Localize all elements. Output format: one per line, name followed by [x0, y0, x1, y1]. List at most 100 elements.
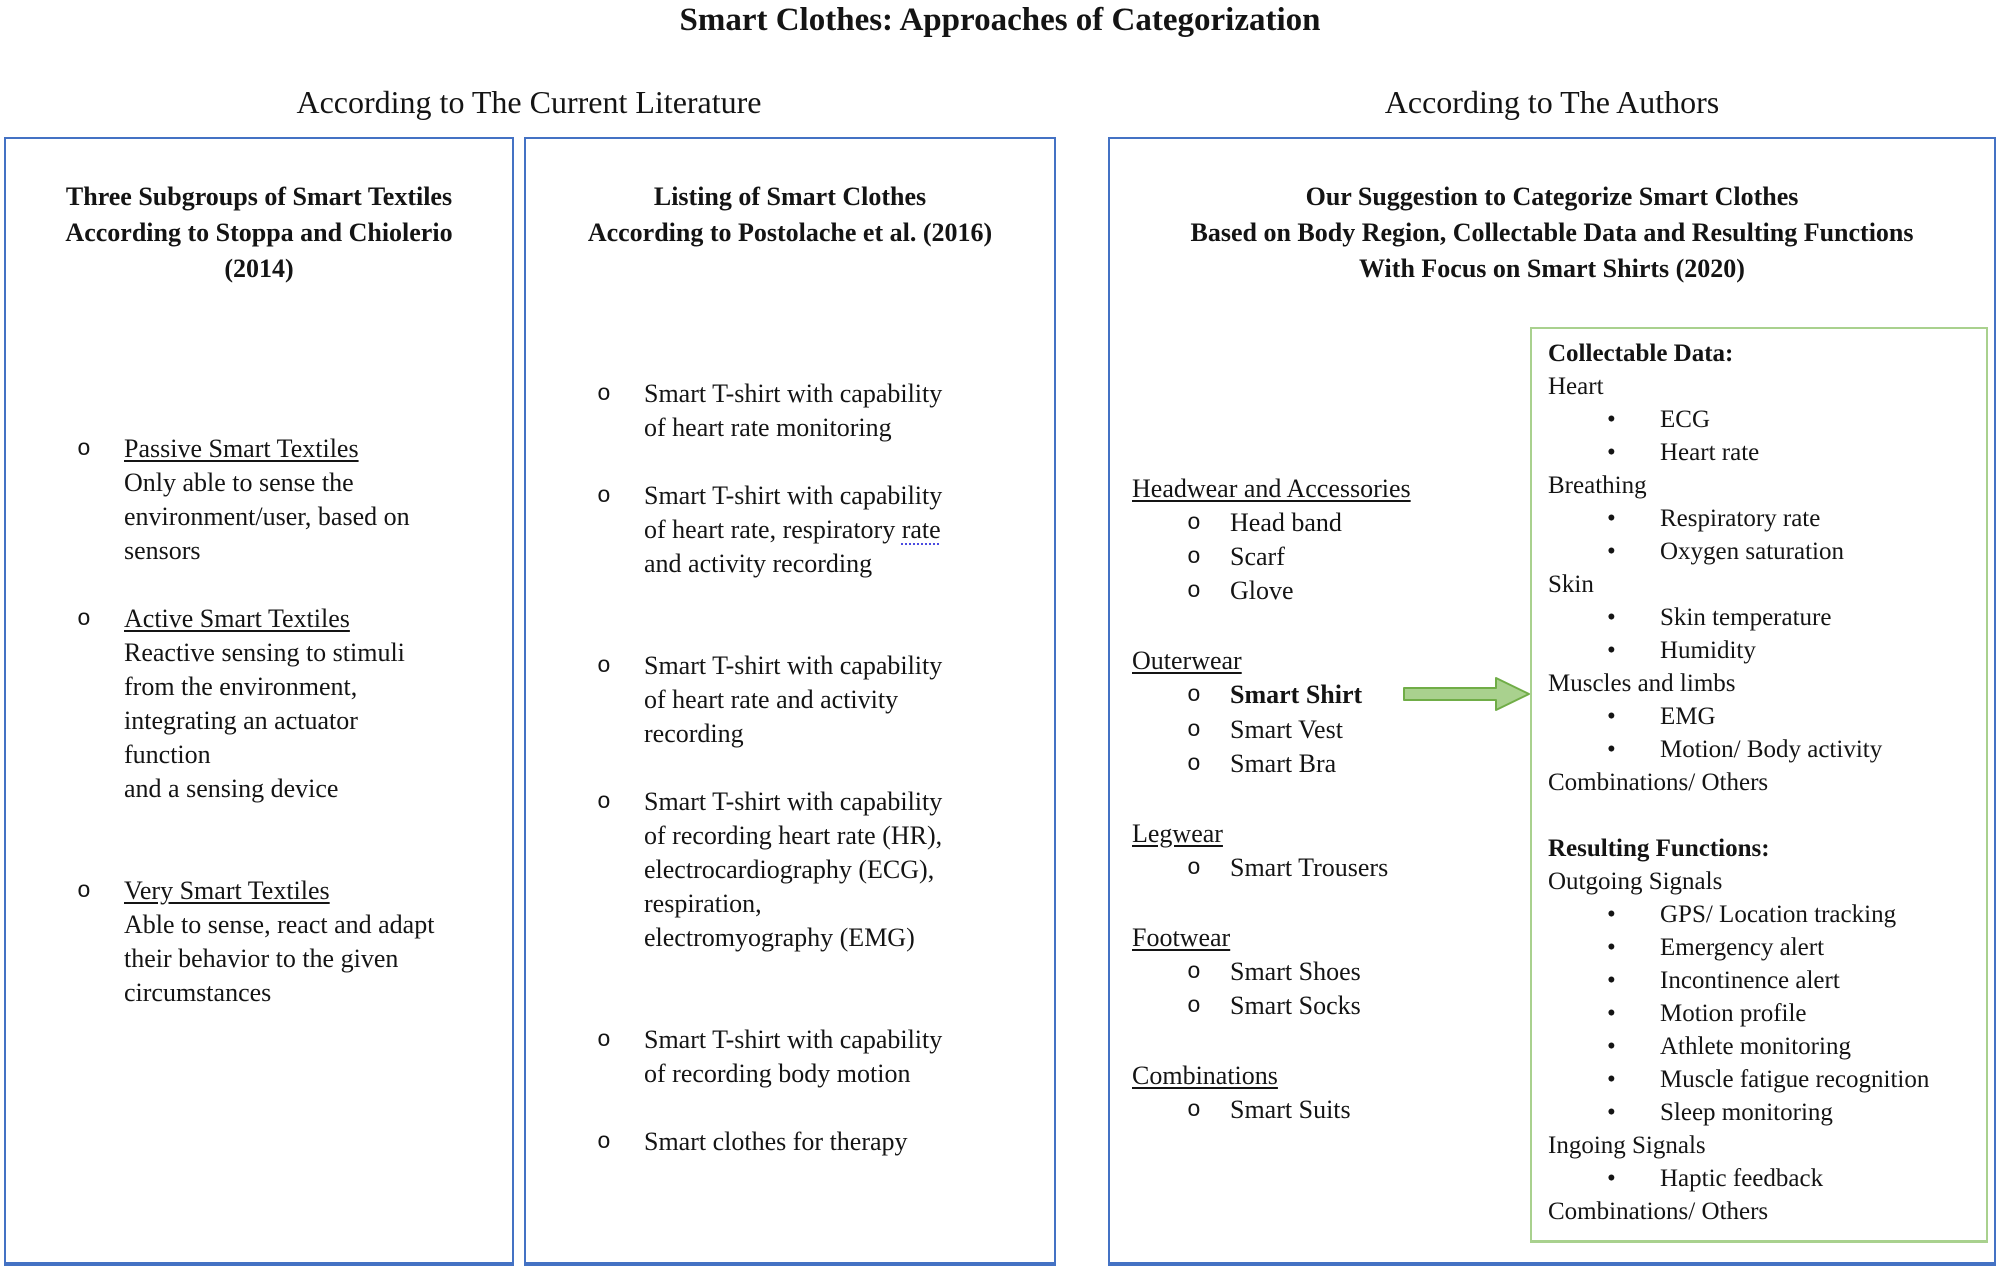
list-item: •Sleep monitoring [1548, 1096, 1978, 1129]
group-label: Muscles and limbs [1548, 670, 1736, 697]
list-item: • Haptic feedback [1548, 1162, 1978, 1195]
list-item: o Scarf [1132, 540, 1532, 574]
box-authors-suggestion: Our Suggestion to Categorize Smart Cloth… [1108, 137, 1996, 1266]
category-label: Footwear [1132, 923, 1231, 952]
group-heart: Heart •ECG • Heart rate [1548, 370, 1978, 469]
list-item: o Glove [1132, 574, 1532, 608]
list-item: •ECG [1548, 403, 1978, 436]
list-item: o Smart Suits [1132, 1093, 1532, 1127]
detail-panel: Collectable Data: Heart •ECG •Heart rate… [1530, 327, 1988, 1243]
dot-bullet-icon: • [1607, 1000, 1616, 1027]
dot-bullet-icon: • [1607, 505, 1616, 532]
list-item: o Very Smart Textiles Able to sense, rea… [6, 874, 512, 1010]
list-item-text: Smart clothes for therapy [644, 1127, 908, 1156]
group-label: Heart [1548, 373, 1604, 400]
circle-bullet-icon: o [597, 653, 611, 679]
circle-bullet-icon: o [597, 381, 611, 407]
category-combinations: Combinations o Smart Suits [1132, 1059, 1532, 1127]
list-item-text: Muscle fatigue recognition [1660, 1066, 1930, 1093]
dot-bullet-icon: • [1607, 901, 1616, 928]
list-item-text: Incontinence alert [1660, 967, 1840, 994]
list-item: o Smart T-shirt with capability of heart… [526, 377, 1054, 445]
category-label: Combinations [1132, 1061, 1278, 1090]
category-headwear-accessories: Headwear and Accessories o Head band o S… [1132, 472, 1532, 608]
list-item: o Smart T-shirt with capability of heart… [526, 479, 1054, 581]
group-label: Outgoing Signals [1548, 868, 1723, 895]
green-arrow-icon [1403, 677, 1530, 711]
list-item-text: ECG [1660, 406, 1710, 433]
box1-header: Three Subgroups of Smart Textiles Accord… [65, 182, 453, 283]
list-item-text: GPS/ Location tracking [1660, 901, 1897, 928]
list-item: • Motion profile [1548, 997, 1978, 1030]
list-item-text: Motion profile [1660, 1000, 1807, 1027]
collectable-data-heading: Collectable Data: [1548, 340, 1734, 367]
list-item: • Humidity [1548, 634, 1978, 667]
list-item-text: Smart T-shirt with capability of heart r… [644, 481, 943, 578]
list-item-text: Smart T-shirt with capability of heart r… [644, 379, 943, 442]
dot-bullet-icon: • [1607, 703, 1616, 730]
term-description: Able to sense, react and adapt their beh… [124, 910, 435, 1007]
category-legwear: Legwear o Smart Trousers [1132, 817, 1532, 885]
dot-bullet-icon: • [1607, 1165, 1616, 1192]
circle-bullet-icon: o [1187, 717, 1201, 743]
dot-bullet-icon: • [1607, 967, 1616, 994]
group-ingoing-signals: Ingoing Signals • Haptic feedback [1548, 1129, 1978, 1195]
list-item: o Smart Bra [1132, 747, 1532, 781]
list-item: o Passive Smart Textiles Only able to se… [6, 432, 512, 568]
heading-current-literature: According to The Current Literature [296, 84, 762, 120]
dot-bullet-icon: • [1607, 439, 1616, 466]
list-item: •Skin temperature [1548, 601, 1978, 634]
list-item: • Athlete monitoring [1548, 1030, 1978, 1063]
group-combinations-others: Combinations/ Others [1548, 769, 1769, 796]
list-item-text: Oxygen saturation [1660, 538, 1844, 565]
list-item: •Oxygen saturation [1548, 535, 1978, 568]
resulting-functions-heading: Resulting Functions: [1548, 835, 1770, 862]
box3-header: Our Suggestion to Categorize Smart Cloth… [1190, 182, 1914, 283]
category-footwear: Footwear o Smart Shoes o Smart Socks [1132, 921, 1532, 1023]
group-combinations-others: Combinations/ Others [1548, 1198, 1769, 1225]
list-item-text: Glove [1230, 576, 1294, 605]
dot-bullet-icon: • [1607, 1066, 1616, 1093]
circle-bullet-icon: o [77, 606, 91, 632]
list-item: •EMG [1548, 700, 1978, 733]
list-item: • Incontinence alert [1548, 964, 1978, 997]
list-item-text: Humidity [1660, 637, 1756, 664]
term-passive-smart-textiles: Passive Smart Textiles [124, 434, 359, 463]
circle-bullet-icon: o [1187, 510, 1201, 536]
list-item-text: Respiratory rate [1660, 505, 1821, 532]
list-item: o Smart Socks [1132, 989, 1532, 1023]
circle-bullet-icon: o [1187, 682, 1201, 708]
list-item: • Respiratory rate [1548, 502, 1978, 535]
list-item-text: Smart T-shirt with capability of recordi… [644, 787, 943, 952]
group-label: Skin [1548, 571, 1594, 598]
list-item-text: Smart Socks [1230, 991, 1361, 1020]
list-item-text: Smart Shoes [1230, 957, 1361, 986]
list-item-text: Scarf [1230, 542, 1285, 571]
list-item: •Motion/ Body activity [1548, 733, 1978, 766]
circle-bullet-icon: o [597, 789, 611, 815]
group-label: Ingoing Signals [1548, 1132, 1706, 1159]
term-very-smart-textiles: Very Smart Textiles [124, 876, 330, 905]
dot-bullet-icon: • [1607, 1033, 1616, 1060]
figure-title: Smart Clothes: Approaches of Categorizat… [679, 2, 1321, 38]
list-item: o Smart Shoes [1132, 955, 1532, 989]
list-item: •Emergency alert [1548, 931, 1978, 964]
list-item-text: Smart Bra [1230, 749, 1337, 778]
list-item-text: Smart T-shirt with capability of recordi… [644, 1025, 943, 1088]
circle-bullet-icon: o [1187, 959, 1201, 985]
box2-header: Listing of Smart Clothes According to Po… [587, 182, 993, 247]
list-item-text: Haptic feedback [1660, 1165, 1824, 1192]
dot-bullet-icon: • [1607, 604, 1616, 631]
heading-authors: According to The Authors [1384, 84, 1720, 120]
category-label: Headwear and Accessories [1132, 474, 1411, 503]
dot-bullet-icon: • [1607, 637, 1616, 664]
group-outgoing-signals: Outgoing Signals • GPS/ Location tracking… [1548, 865, 1978, 1129]
list-item: o Smart T-shirt with capability of recor… [526, 785, 1054, 955]
list-item-text: Smart T-shirt with capability of heart r… [644, 651, 943, 748]
category-outerwear: Outerwear o Smart Shirt o Smart Vest o S… [1132, 644, 1532, 781]
list-item-text: Heart rate [1660, 439, 1760, 466]
list-item-text: Athlete monitoring [1660, 1033, 1851, 1060]
term-description: Reactive sensing to stimuli from the env… [124, 638, 405, 803]
box-smart-clothes-listing: Listing of Smart Clothes According to Po… [524, 137, 1056, 1266]
